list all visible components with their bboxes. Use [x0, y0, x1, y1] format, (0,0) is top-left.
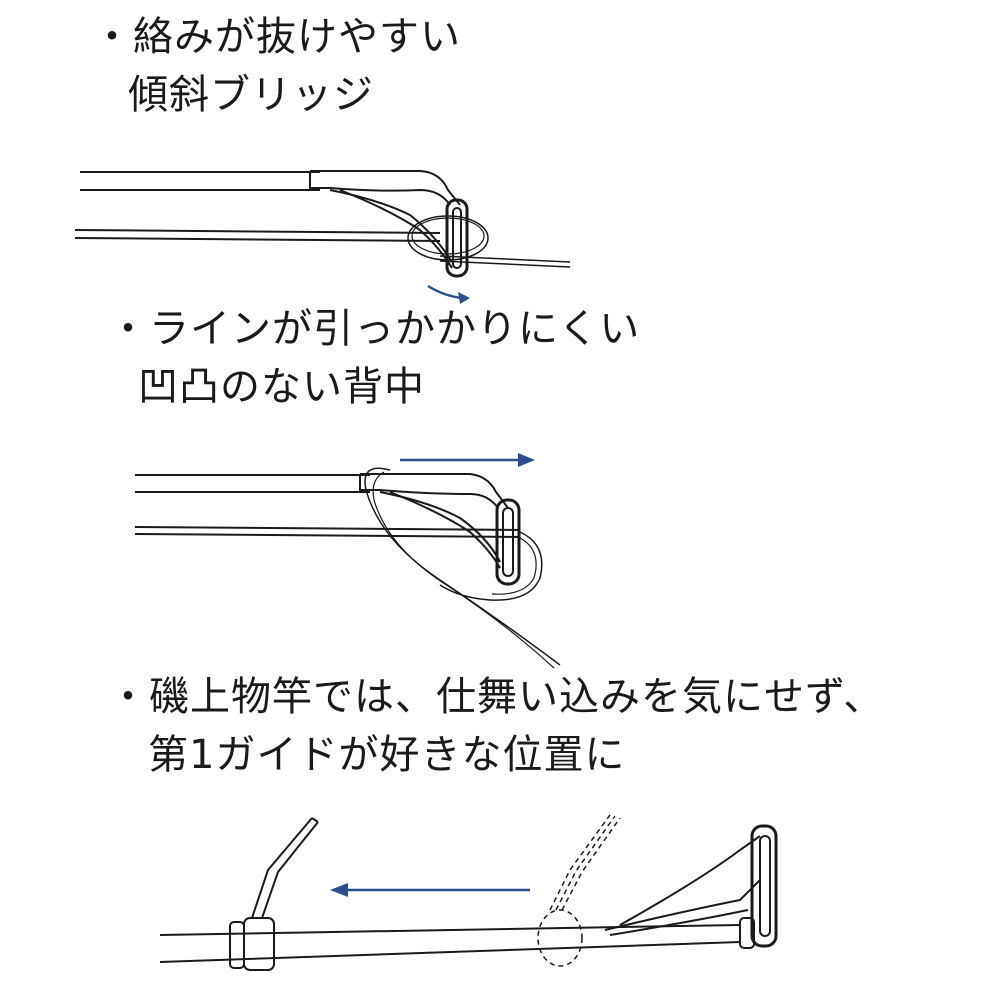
caption-tilted-bridge: ・絡みが抜けやすい 傾斜ブリッジ — [92, 8, 461, 124]
guide-frame — [360, 473, 509, 509]
guide-wrap — [229, 921, 245, 969]
line-tangle-loop — [407, 215, 489, 261]
guide-ring — [750, 824, 778, 948]
fishing-line — [439, 255, 571, 263]
caption-line: ・絡みが抜けやすい — [92, 14, 461, 60]
guide-bridge — [329, 189, 453, 263]
caption-line: ・磯上物竿では、仕舞い込みを気にせず、 — [108, 674, 885, 720]
rod-blank-edge — [74, 229, 441, 234]
figure-tilted-bridge — [74, 170, 571, 304]
caption-line: 第1ガイドが好きな位置に — [148, 732, 626, 778]
line-wrap-loop — [439, 531, 543, 601]
guide-frame — [251, 817, 313, 919]
rod-blank-edge — [134, 526, 521, 531]
rod-blank-edge — [74, 237, 441, 242]
figure-first-guide-position — [159, 814, 778, 971]
caption-line: ・ラインが引っかかりにくい — [108, 306, 641, 352]
guide-ring — [495, 498, 521, 586]
slip-arrow — [427, 284, 463, 300]
ghost-guide — [537, 814, 621, 967]
guide-bridge — [379, 491, 501, 563]
rod-blank-edge — [159, 941, 741, 963]
fishing-line — [364, 467, 561, 666]
caption-smooth-back: ・ラインが引っかかりにくい 凹凸のない背中 — [108, 300, 640, 416]
rod-blank-edge — [159, 924, 741, 936]
guide-frame — [310, 170, 461, 206]
guide-frame — [604, 879, 761, 931]
figure-smooth-back — [134, 453, 561, 669]
caption-first-guide-position: ・磯上物竿では、仕舞い込みを気にせず、 第1ガイドが好きな位置に — [108, 668, 884, 784]
guide-bridge — [619, 835, 761, 926]
rod-blank-edge — [134, 533, 521, 538]
guide-ring — [445, 198, 469, 278]
caption-line: 傾斜ブリッジ — [128, 72, 374, 118]
caption-line: 凹凸のない背中 — [138, 364, 425, 410]
